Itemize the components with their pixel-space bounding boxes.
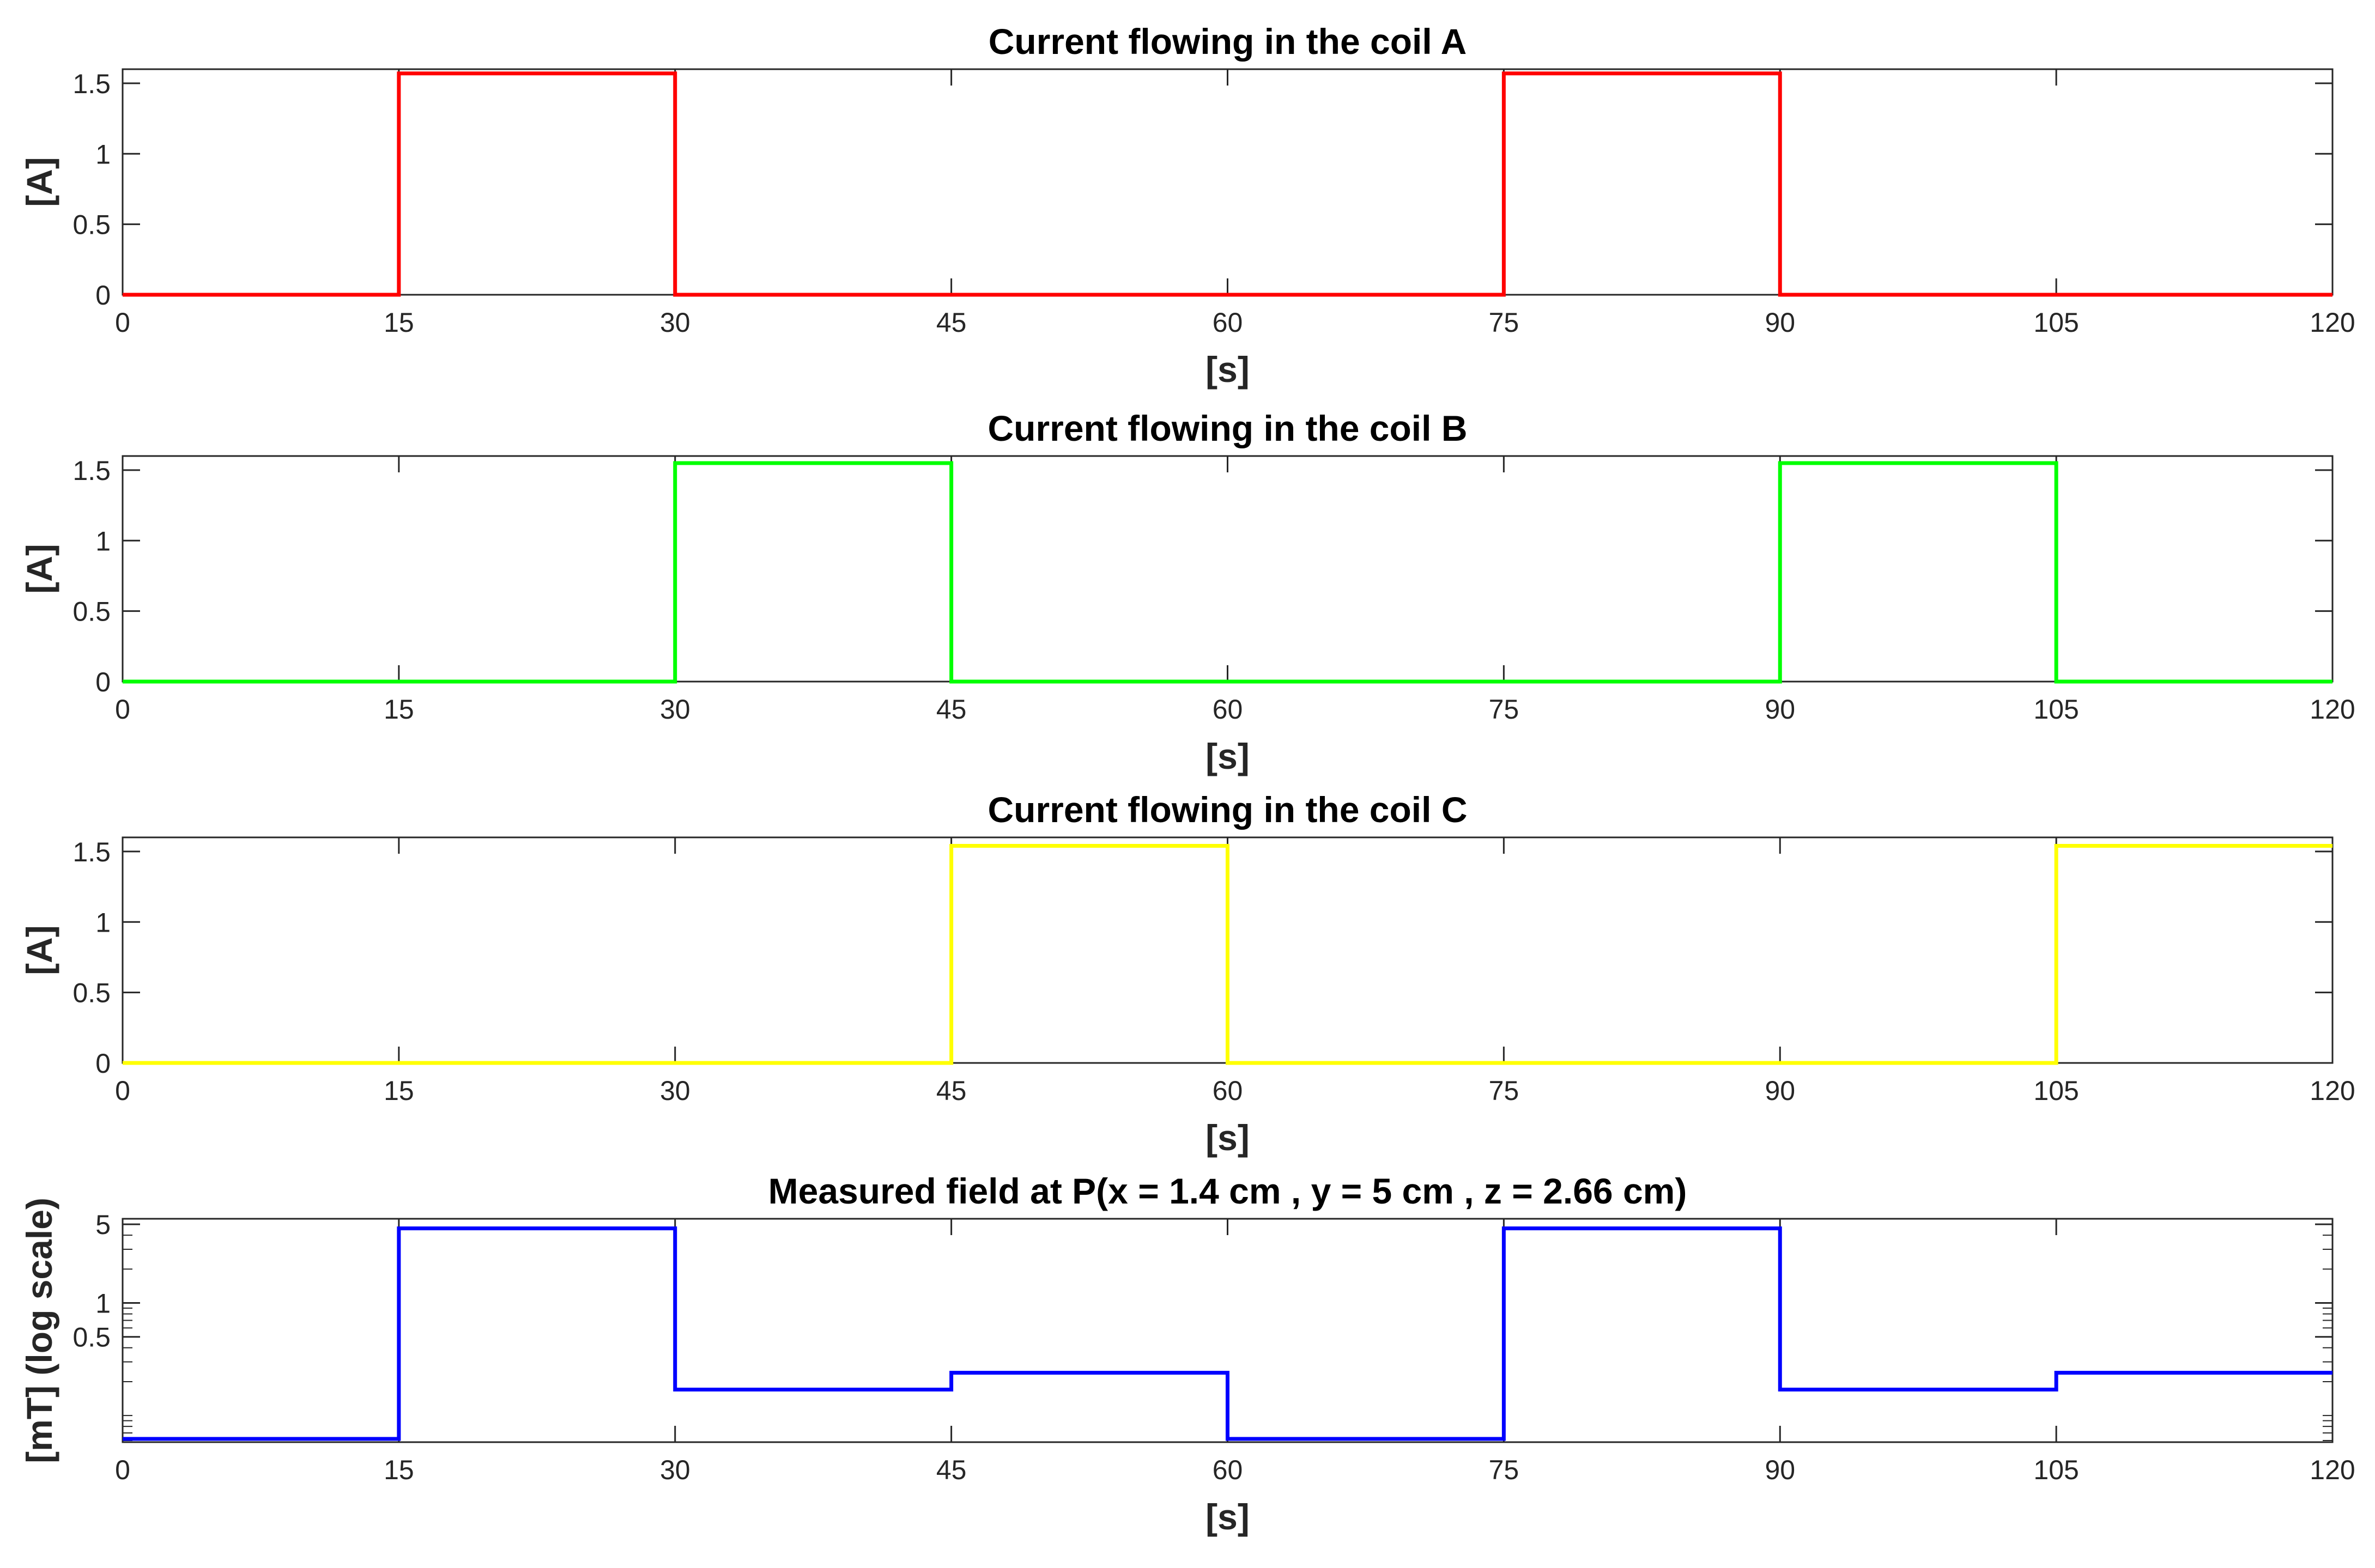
- y-tick-label: 1.5: [72, 69, 111, 99]
- x-axis-label: [s]: [1205, 736, 1250, 776]
- x-tick-label: 60: [1213, 1075, 1243, 1106]
- x-tick-label: 60: [1213, 1455, 1243, 1485]
- y-tick-label: 0: [95, 280, 111, 311]
- series-line-1: [123, 1226, 2332, 1441]
- x-tick-label: 75: [1489, 307, 1519, 338]
- x-tick-label: 90: [1765, 1455, 1795, 1485]
- x-tick-label: 90: [1765, 694, 1795, 725]
- x-tick-label: 105: [2033, 1075, 2079, 1106]
- series-line-1: [123, 461, 2332, 684]
- y-tick-label: 0.5: [72, 210, 111, 240]
- chart-panel-3: 0 15 30 45 60 75 90 105 120 0 0.5 1 1.5 Current flowi…: [19, 789, 2355, 1158]
- x-axis-label: [s]: [1205, 349, 1250, 390]
- chart-title: Current flowing in the coil C: [988, 789, 1468, 830]
- x-tick-label: 75: [1489, 1075, 1519, 1106]
- x-tick-label: 60: [1213, 307, 1243, 338]
- y-axis-label: [mT] (log scale): [19, 1198, 59, 1463]
- series-line-1: [123, 844, 2332, 1065]
- chart-title: Current flowing in the coil B: [988, 408, 1468, 448]
- y-tick-label: 0.5: [72, 597, 111, 627]
- x-tick-label: 0: [115, 1075, 130, 1106]
- x-tick-label: 75: [1489, 694, 1519, 725]
- chart-title: Measured field at P(x = 1.4 cm , y = 5 c…: [768, 1171, 1687, 1211]
- x-tick-label: 60: [1213, 694, 1243, 725]
- x-tick-label: 0: [115, 1455, 130, 1485]
- x-tick-label: 105: [2033, 1455, 2079, 1485]
- series-line-1: [123, 71, 2332, 297]
- x-tick-label: 30: [660, 307, 690, 338]
- y-tick-label: 1: [95, 526, 111, 556]
- x-tick-label: 45: [936, 307, 967, 338]
- y-tick-label: 0: [95, 667, 111, 697]
- y-tick-label: 0.5: [72, 1322, 111, 1353]
- y-tick-label: 1: [95, 907, 111, 938]
- chart-title: Current flowing in the coil A: [989, 21, 1467, 62]
- x-tick-label: 105: [2033, 307, 2079, 338]
- x-tick-label: 90: [1765, 307, 1795, 338]
- x-tick-label: 15: [384, 307, 414, 338]
- x-tick-label: 45: [936, 1075, 967, 1106]
- x-tick-label: 0: [115, 307, 130, 338]
- x-tick-label: 15: [384, 1455, 414, 1485]
- x-tick-label: 120: [2310, 307, 2355, 338]
- y-tick-label: 0: [95, 1048, 111, 1079]
- x-tick-label: 90: [1765, 1075, 1795, 1106]
- x-tick-label: 0: [115, 694, 130, 725]
- y-tick-label: 1.5: [72, 455, 111, 486]
- plot-area: [122, 68, 2334, 296]
- y-tick-label: 1.5: [72, 837, 111, 867]
- x-axis-label: [s]: [1205, 1497, 1250, 1537]
- x-tick-label: 120: [2310, 1455, 2355, 1485]
- x-tick-label: 15: [384, 694, 414, 725]
- x-tick-label: 120: [2310, 694, 2355, 725]
- x-tick-label: 15: [384, 1075, 414, 1106]
- x-tick-label: 75: [1489, 1455, 1519, 1485]
- x-tick-label: 30: [660, 1075, 690, 1106]
- x-tick-label: 45: [936, 694, 967, 725]
- y-axis-label: [A]: [19, 157, 59, 207]
- x-tick-label: 30: [660, 1455, 690, 1485]
- x-tick-label: 30: [660, 694, 690, 725]
- x-tick-label: 120: [2310, 1075, 2355, 1106]
- y-tick-label: 1: [95, 139, 111, 169]
- y-axis-label: [A]: [19, 544, 59, 594]
- x-tick-label: 105: [2033, 694, 2079, 725]
- y-tick-label: 0.5: [72, 978, 111, 1008]
- x-tick-label: 45: [936, 1455, 967, 1485]
- plot-area: [122, 455, 2334, 683]
- chart-panel-1: 0 15 30 45 60 75 90 105 120 0 0.5 1 1.5 Current flowi…: [19, 21, 2355, 390]
- y-axis-label: [A]: [19, 925, 59, 975]
- y-tick-label: 1: [95, 1289, 111, 1319]
- chart-panel-2: 0 15 30 45 60 75 90 105 120 0 0.5 1 1.5 Current flowi…: [19, 408, 2355, 776]
- y-tick-label: 5: [95, 1210, 111, 1240]
- x-axis-label: [s]: [1205, 1117, 1250, 1158]
